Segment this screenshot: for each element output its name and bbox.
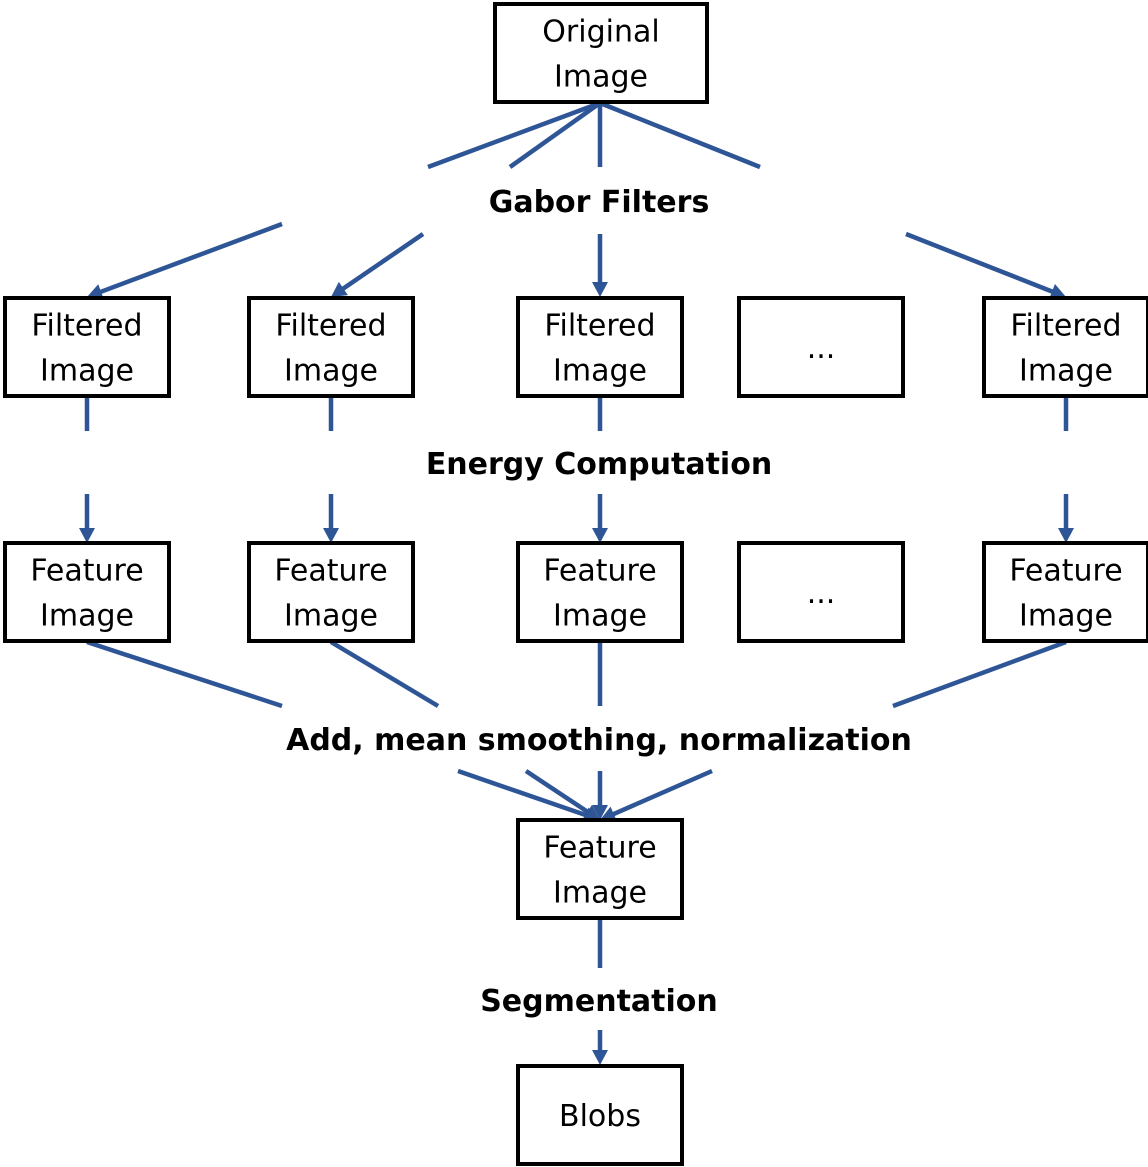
box-feature-image-1-label-line-1: Feature xyxy=(30,554,143,589)
box-feature-image-2-label-line-1: Feature xyxy=(274,554,387,589)
box-filtered-image-5-label-line-2: Image xyxy=(1019,354,1113,389)
connectors xyxy=(79,100,1074,1065)
arrow-gabor-to-filtered-1-head xyxy=(87,284,104,300)
box-feature-image-4-border xyxy=(737,541,905,643)
box-filtered-image-3-label-line-1: Filtered xyxy=(544,309,655,344)
arrow-combine-to-feature-b-head xyxy=(583,805,600,820)
arrow-combine-to-feature-a-shaft xyxy=(457,768,589,818)
arrow-energy-to-feature-5-head xyxy=(1058,528,1074,543)
arrow-gabor-to-filtered-3-head xyxy=(592,282,608,297)
boxes: OriginalImageFilteredImageFeatureImageFi… xyxy=(3,2,1148,1166)
arrow-energy-to-feature-2-head xyxy=(323,528,339,543)
box-filtered-image-2-border xyxy=(247,296,415,398)
arrow-combine-to-feature-b-shaft xyxy=(524,769,591,815)
arrow-energy-to-feature-1-head xyxy=(79,528,95,543)
stage-label-gabor-filters: Gabor Filters xyxy=(489,185,710,220)
arrow-combine-to-feature-d-shaft xyxy=(611,768,713,817)
box-feature-image-2-border xyxy=(247,541,415,643)
stage-label-add-smoothing-normalization: Add, mean smoothing, normalization xyxy=(286,723,912,758)
box-filtered-image-1-label-line-2: Image xyxy=(40,354,134,389)
box-feature-image-1-label-line-2: Image xyxy=(40,599,134,634)
box-original-image-border xyxy=(493,2,709,104)
box-feature-image-3-label-line-2: Image xyxy=(553,599,647,634)
box-filtered-image-2-label-line-1: Filtered xyxy=(275,309,386,344)
box-filtered-image-5-label-line-1: Filtered xyxy=(1010,309,1121,344)
box-blobs: Blobs xyxy=(516,1064,684,1166)
box-filtered-image-2-label-line-2: Image xyxy=(284,354,378,389)
box-filtered-image-1-label-line-1: Filtered xyxy=(31,309,142,344)
box-blobs-label-line-1: Blobs xyxy=(559,1099,641,1134)
box-filtered-image-4-label-line-1: ... xyxy=(807,331,836,366)
box-blobs-border xyxy=(516,1064,684,1166)
connector-feature-2-to-combine xyxy=(329,640,440,708)
box-filtered-image-1-border xyxy=(3,296,171,398)
arrow-gabor-to-filtered-5-head xyxy=(1049,284,1066,299)
box-filtered-image-3-label-line-2: Image xyxy=(553,354,647,389)
box-feature-image-1-border xyxy=(3,541,171,643)
arrow-energy-to-feature-3-head xyxy=(592,528,608,543)
box-filtered-image-4-border xyxy=(737,296,905,398)
stage-label-energy-computation: Energy Computation xyxy=(426,447,772,482)
box-original-image-label-line-2: Image xyxy=(554,60,648,95)
box-feature-image-5-label-line-2: Image xyxy=(1019,599,1113,634)
arrow-gabor-to-filtered-1-shaft xyxy=(98,221,283,295)
box-feature-image-4-label-line-1: ... xyxy=(807,576,836,611)
box-feature-image-3-label-line-1: Feature xyxy=(543,554,656,589)
connector-feature-1-to-combine xyxy=(86,639,283,709)
connector-original-to-filtered-2-upper xyxy=(508,101,602,169)
box-feature-image-4: ... xyxy=(737,541,905,643)
arrow-combine-to-feature-c-head xyxy=(592,805,608,820)
arrow-combine-to-feature-d-head xyxy=(600,806,617,822)
box-original-image-label-line-1: Original xyxy=(542,15,659,50)
arrow-segmentation-to-blobs-head xyxy=(592,1050,608,1065)
box-feature-image-2-label-line-2: Image xyxy=(284,599,378,634)
connector-original-to-filtered-5-upper xyxy=(599,100,761,170)
box-combined-feature-image-label-line-2: Image xyxy=(553,876,647,911)
box-feature-image-3-border xyxy=(516,541,684,643)
box-feature-image-5-label-line-1: Feature xyxy=(1009,554,1122,589)
box-combined-feature-image-border xyxy=(516,818,684,920)
box-filtered-image-3-border xyxy=(516,296,684,398)
connector-feature-5-to-combine xyxy=(892,639,1067,709)
arrow-gabor-to-filtered-5-shaft xyxy=(905,231,1055,295)
stage-label-segmentation: Segmentation xyxy=(480,984,718,1019)
box-filtered-image-5-border xyxy=(982,296,1148,398)
box-combined-feature-image-label-line-1: Feature xyxy=(543,831,656,866)
arrow-gabor-to-filtered-2-shaft xyxy=(340,232,425,292)
box-feature-image-5-border xyxy=(982,541,1148,643)
connector-original-to-filtered-1-upper xyxy=(427,100,601,170)
arrow-gabor-to-filtered-2-head xyxy=(331,281,348,297)
box-filtered-image-4: ... xyxy=(737,296,905,398)
